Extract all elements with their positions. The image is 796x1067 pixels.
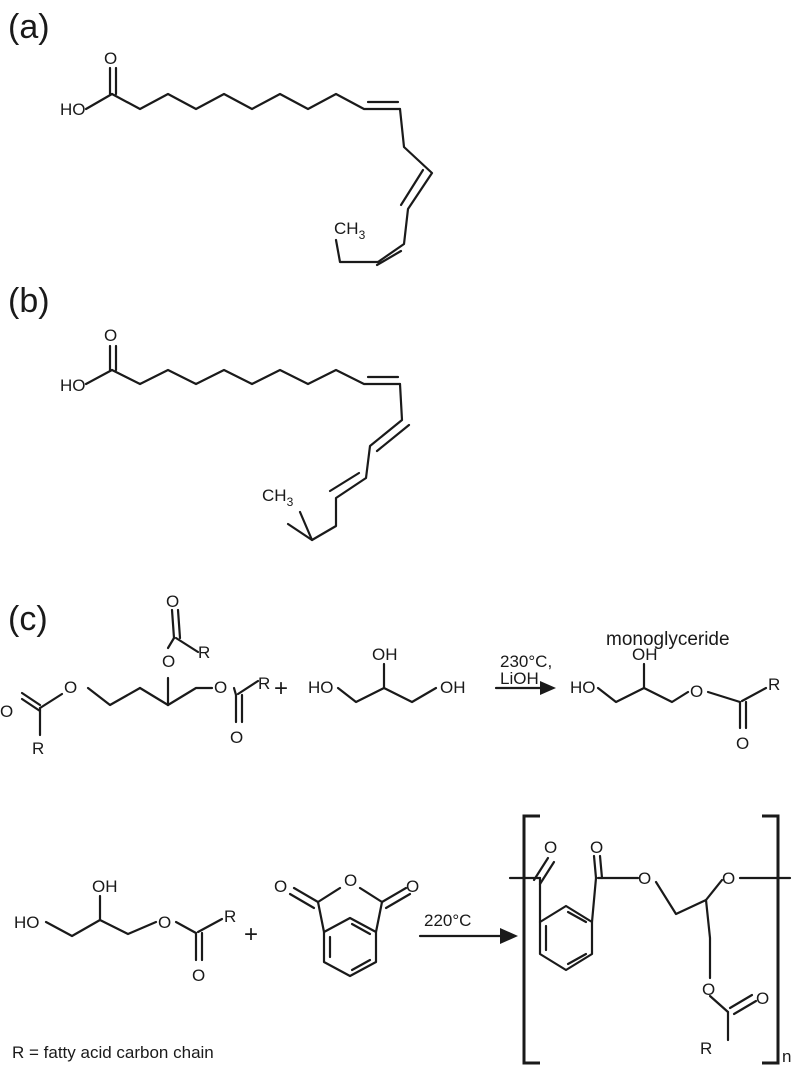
mono2-o-ester: O [158, 913, 171, 932]
tri-o-right-carbonyl: O [230, 728, 243, 747]
poly-o-side-carbonyl: O [756, 989, 769, 1008]
anhydride-o-right: O [406, 877, 419, 896]
atom-o-a: O [104, 49, 117, 68]
mono-oh: OH [632, 645, 658, 664]
tri-o-left-ester: O [64, 678, 77, 697]
mono-o-ester: O [690, 682, 703, 701]
monoglyceride-product [596, 662, 768, 730]
tri-r-right: R [258, 674, 270, 693]
reaction1-temp: 230°C, [500, 652, 552, 671]
poly-o-side-ester: O [702, 980, 715, 999]
glycerol-oh-right: OH [440, 678, 466, 697]
atom-ho-b: HO [60, 376, 86, 395]
mono2-o-carbonyl: O [192, 966, 205, 985]
tri-o-left-carbonyl: O [0, 702, 13, 721]
tri-o-right-ester: O [214, 678, 227, 697]
mono-r: R [768, 675, 780, 694]
glycerol [336, 662, 438, 704]
phthalic-anhydride [288, 886, 412, 978]
product-label-monoglyceride: monoglyceride [606, 629, 730, 650]
poly-o-ester: O [638, 869, 651, 888]
mono-ho: HO [570, 678, 596, 697]
bracket-right [762, 814, 780, 1065]
reaction-arrow-1-head [540, 681, 556, 695]
plus-2: + [244, 921, 258, 948]
bracket-left [522, 814, 540, 1065]
panel-label-a: (a) [8, 8, 50, 46]
tri-o-top-carbonyl: O [166, 592, 179, 611]
monoglyceride-reactant [44, 894, 224, 962]
tri-r-top: R [198, 643, 210, 662]
reaction1-catalyst: LiOH [500, 669, 539, 688]
mono2-oh: OH [92, 877, 118, 896]
molecule-b [84, 344, 411, 542]
panel-label-b: (b) [8, 282, 50, 320]
reaction-arrow-2-head [500, 928, 518, 944]
poly-o-carbonyl-2: O [590, 838, 603, 857]
anhydride-o-left: O [274, 877, 287, 896]
mono2-ho: HO [14, 913, 40, 932]
anhydride-o-ring: O [344, 871, 357, 890]
triglyceride [20, 608, 260, 737]
tri-r-left: R [32, 739, 44, 758]
tri-o-top-ester: O [162, 652, 175, 671]
panel-label-c: (c) [8, 600, 48, 638]
poly-o-ether: O [722, 869, 735, 888]
atom-o-b: O [104, 326, 117, 345]
molecule-a [84, 66, 434, 267]
reaction2-temp: 220°C [424, 911, 471, 930]
poly-r: R [700, 1039, 712, 1058]
poly-o-carbonyl-1: O [544, 838, 557, 857]
mono2-r: R [224, 907, 236, 926]
plus-1: + [274, 675, 288, 702]
poly-subscript-n: n [782, 1047, 791, 1066]
r-legend: R = fatty acid carbon chain [12, 1043, 214, 1062]
atom-ch3-b: CH3 [262, 486, 294, 509]
glycerol-oh-top: OH [372, 645, 398, 664]
atom-ho-a: HO [60, 100, 86, 119]
polymer-product [508, 814, 792, 1065]
mono-o-carbonyl: O [736, 734, 749, 753]
atom-ch3-a: CH3 [334, 219, 366, 242]
glycerol-ho: HO [308, 678, 334, 697]
